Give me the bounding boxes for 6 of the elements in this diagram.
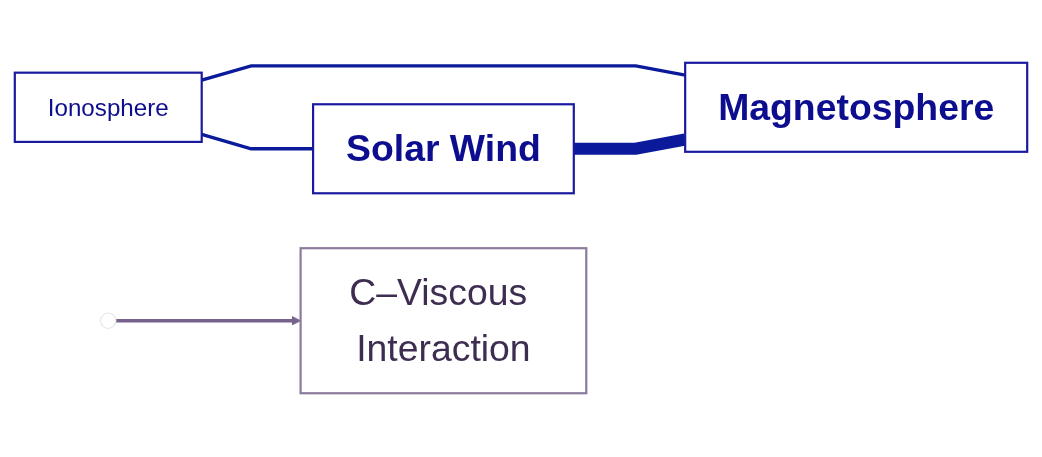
connector bbox=[201, 133, 314, 151]
node-box: Ionosphere bbox=[13, 72, 203, 144]
node-box: Solar Wind bbox=[312, 103, 575, 195]
node-box: Magnetosphere bbox=[684, 62, 1029, 154]
connector bbox=[201, 64, 686, 83]
node-box: C–Viscous Interaction bbox=[299, 247, 588, 395]
